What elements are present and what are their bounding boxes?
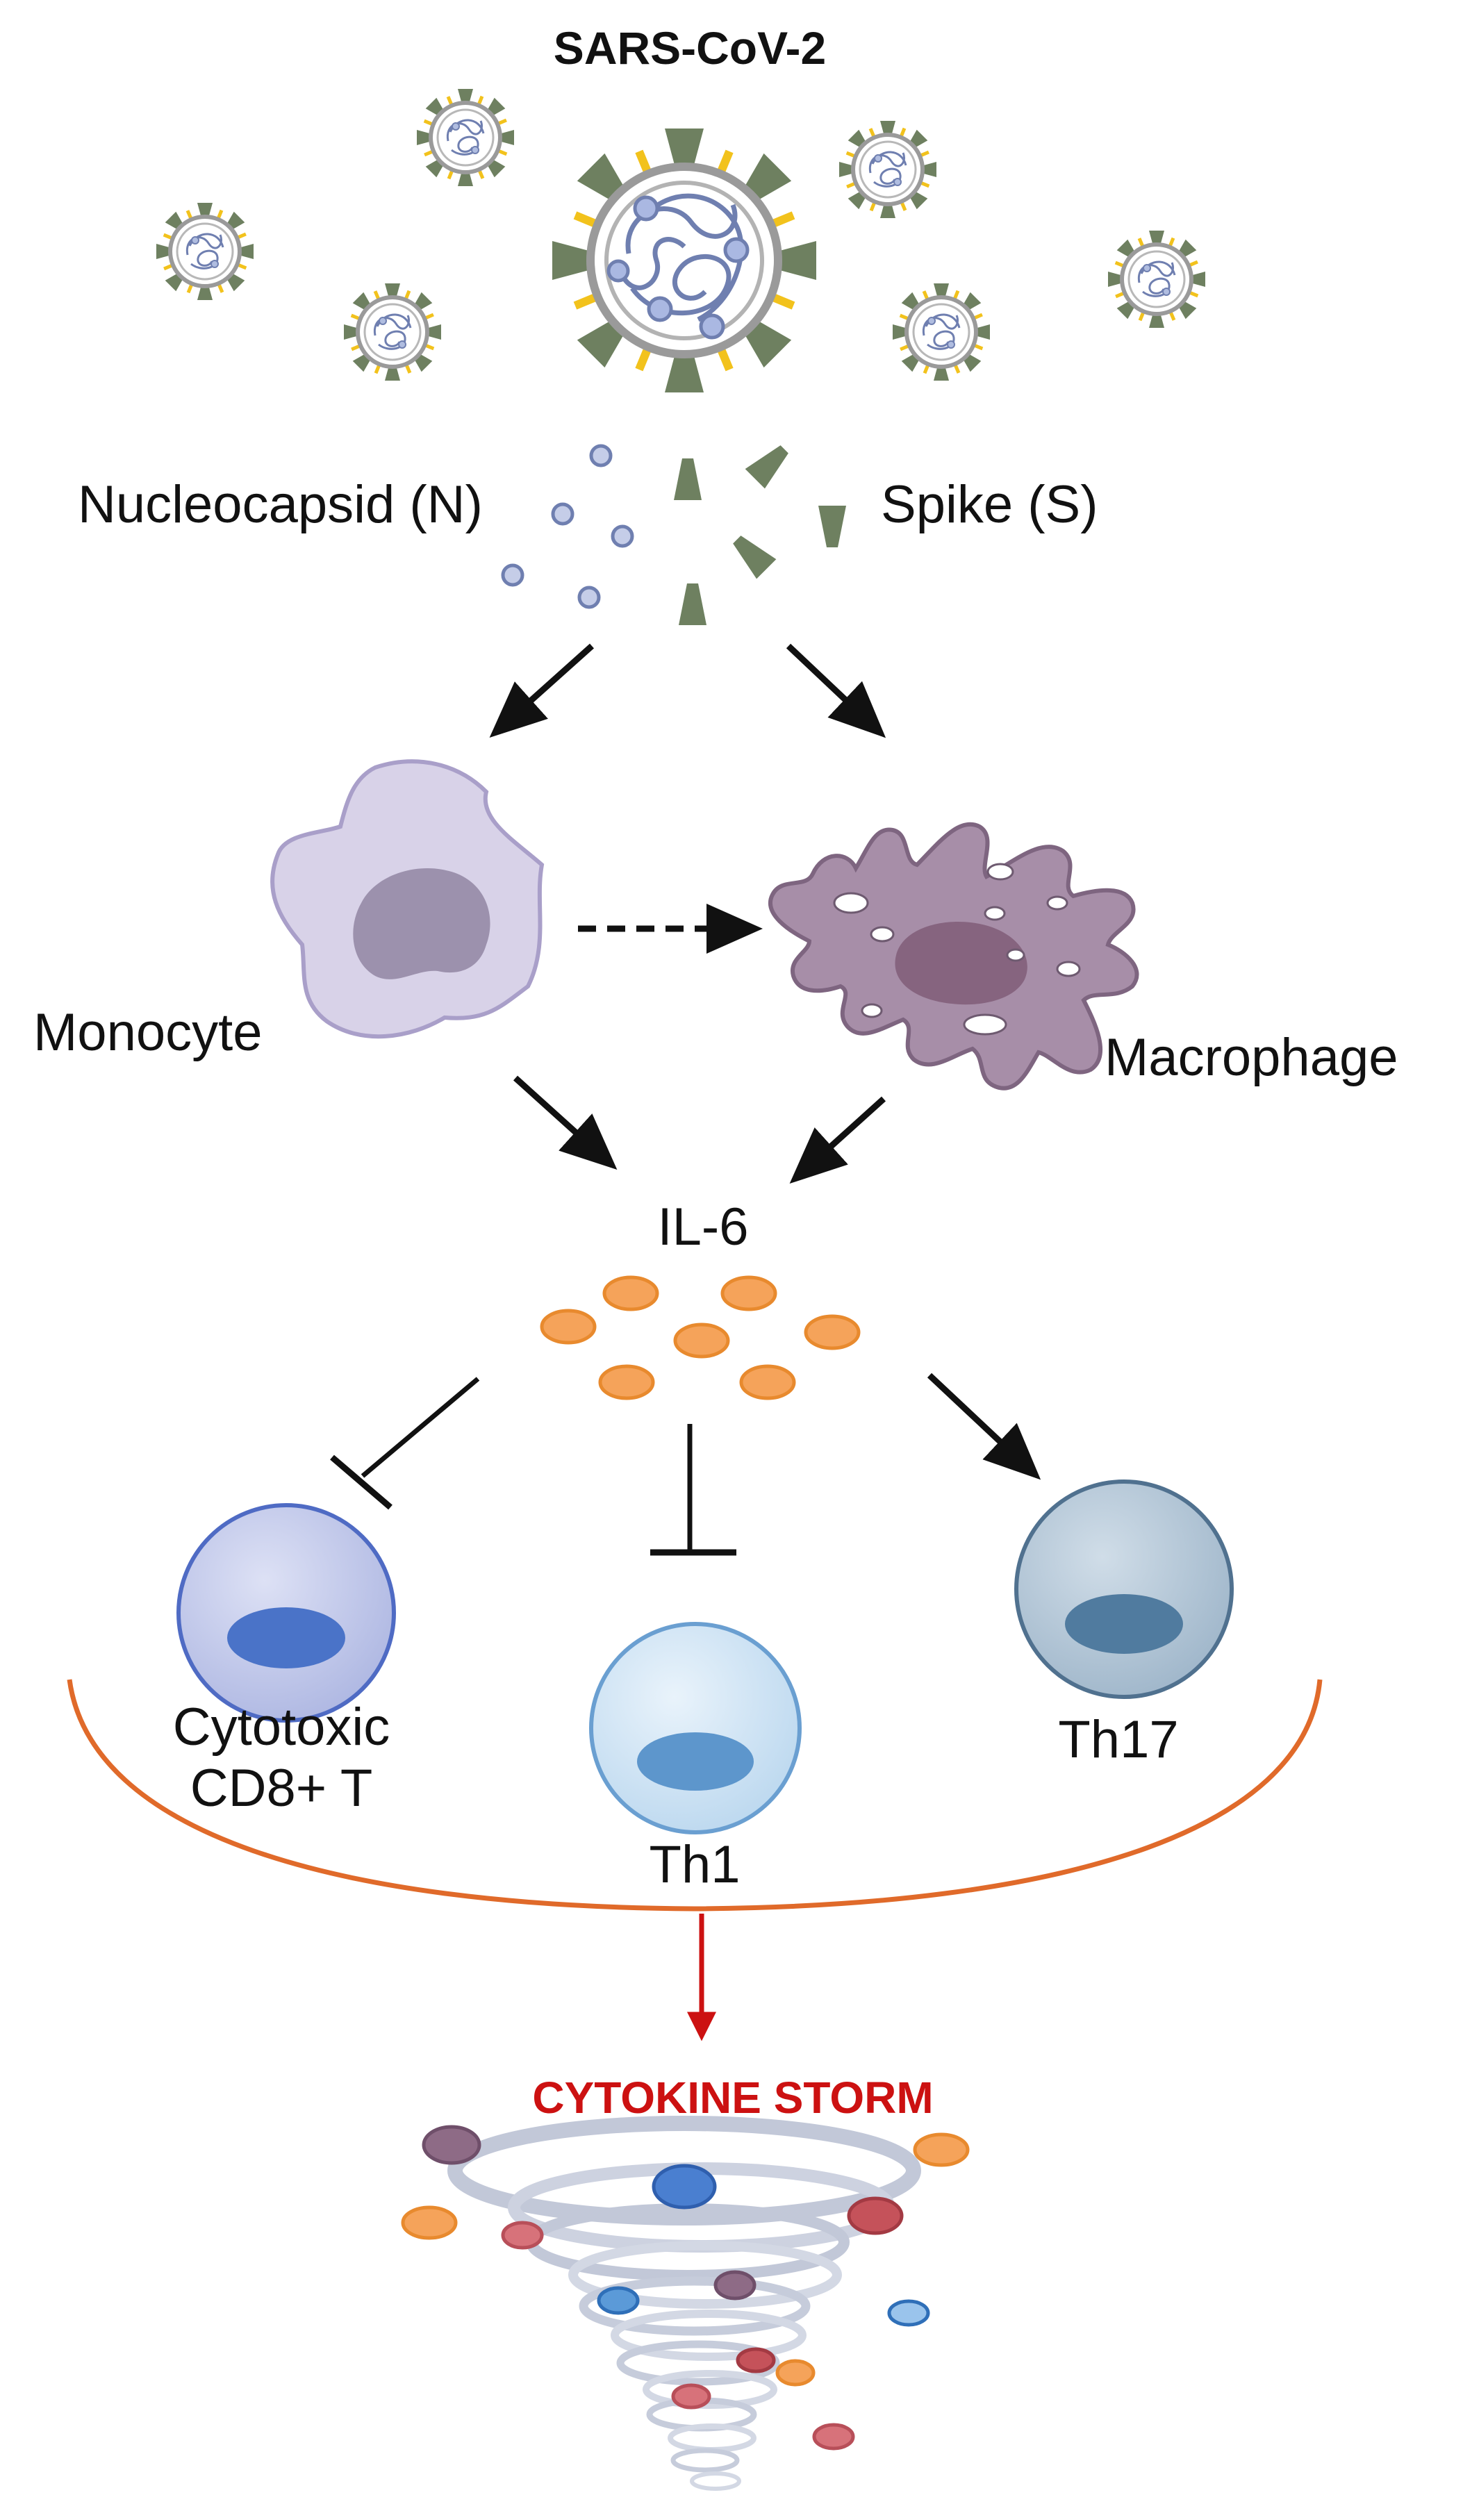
storm-cytokines (401, 2125, 970, 2451)
arrow-to-macrophage (786, 643, 886, 738)
virion-icon (156, 203, 254, 300)
il6-molecules (540, 1275, 861, 1400)
arrow-macrophage-to-il6 (789, 1096, 886, 1184)
virion-icon (839, 121, 936, 218)
virion-icon (344, 283, 441, 381)
macrophage-cell (768, 822, 1139, 1091)
inhibit-th1-line (650, 1424, 736, 1556)
th17-label: Th17 (1058, 1710, 1178, 1769)
sars-cov-2-virus-icon (552, 129, 816, 392)
il6-label: IL-6 (658, 1197, 749, 1257)
arrow-monocyte-to-il6 (513, 1075, 618, 1170)
spike-label: Spike (S) (881, 475, 1098, 534)
spike-proteins (674, 445, 846, 625)
th1-cell (589, 1622, 802, 1834)
diagram-title: SARS-CoV-2 (554, 22, 826, 74)
cd8-label-line2: CD8+ T (190, 1759, 373, 1818)
cd8-label-line1: Cytotoxic (173, 1698, 390, 1757)
arrow-il6-to-th17 (927, 1373, 1041, 1480)
cd8-t-cell (176, 1503, 396, 1723)
cytokine-storm-label: CYTOKINE STORM (532, 2073, 933, 2123)
arrow-to-monocyte (489, 643, 595, 738)
t-cell-bracket (67, 1679, 1323, 1912)
inhibit-cd8-line (330, 1377, 480, 1510)
virion-icon (893, 283, 990, 381)
monocyte-label: Monocyte (33, 1003, 263, 1062)
monocyte-cell (270, 759, 545, 1039)
virion-icon (1108, 231, 1205, 328)
virion-icon (417, 89, 514, 186)
nucleocapsid-label: Nucleocapsid (N) (78, 475, 483, 534)
th17-cell (1014, 1479, 1234, 1699)
th1-label: Th1 (650, 1835, 741, 1894)
macrophage-label: Macrophage (1105, 1028, 1398, 1087)
nucleocapsid-particles (501, 444, 634, 609)
